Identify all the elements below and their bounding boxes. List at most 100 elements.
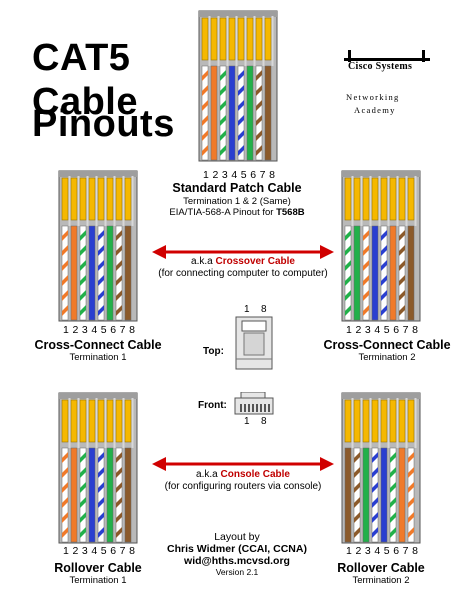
cc-left-label: Cross-Connect Cable [34, 338, 162, 352]
rollover-right-sub: Termination 2 [352, 575, 410, 586]
cross-connect-right-connector [341, 170, 421, 322]
wire-wbr [398, 225, 406, 321]
front-view-label: Front: [198, 400, 227, 411]
wire-br [124, 225, 132, 321]
gold-contact [79, 177, 87, 221]
wire-o [70, 225, 78, 321]
contact-divider [378, 398, 381, 448]
contact-divider [271, 16, 274, 66]
plug-top-edge [342, 171, 420, 177]
wire-b [88, 447, 96, 543]
rollover-left-sub: Termination 1 [69, 575, 127, 586]
front-pin [240, 404, 242, 412]
wire-wo [362, 225, 370, 321]
gold-contact [398, 399, 406, 443]
front-pin [260, 404, 262, 412]
title-line-3: Pinouts [32, 103, 175, 145]
gold-contact [88, 177, 96, 221]
wire-wg [79, 225, 87, 321]
plug-top-view [235, 316, 273, 370]
wire-br [124, 447, 132, 543]
wire-b [380, 447, 388, 543]
gold-contact [353, 399, 361, 443]
wire-wg [389, 447, 397, 543]
plug-front-view [234, 392, 274, 415]
contact-divider [253, 16, 256, 66]
contact-divider [396, 176, 399, 226]
contact-divider [414, 398, 417, 448]
rollover-left-label: Rollover Cable [54, 561, 142, 575]
gold-contact [362, 399, 370, 443]
gold-contact [124, 399, 132, 443]
wire-wb [237, 65, 245, 161]
contact-divider [378, 176, 381, 226]
wire-wo [61, 225, 69, 321]
contact-divider [113, 398, 116, 448]
console-desc: (for configuring routers via console) [164, 481, 322, 492]
wire-br [264, 65, 272, 161]
crossover-desc: (for connecting computer to computer) [158, 268, 328, 279]
wire-o [389, 225, 397, 321]
crossover-name: a.k.a Crossover Cable [132, 256, 354, 267]
rollover-right-connector [341, 392, 421, 544]
plug-top-edge [59, 171, 137, 177]
gold-contact [344, 399, 352, 443]
standard-cable-label: Standard Patch Cable [172, 181, 302, 195]
contact-divider [86, 398, 89, 448]
wire-wb [97, 225, 105, 321]
wire-wbr [115, 447, 123, 543]
cc-right-label: Cross-Connect Cable [323, 338, 451, 352]
front-pin-1: 1 [244, 416, 250, 427]
gold-contact [219, 17, 227, 61]
gold-contact [389, 399, 397, 443]
gold-contact [246, 17, 254, 61]
credit-line-1: Layout by [214, 531, 260, 543]
standard-sub-2-prefix: EIA/TIA-568-A Pinout for [169, 207, 277, 218]
contact-divider [262, 16, 265, 66]
contact-divider [405, 398, 408, 448]
wire-wb [371, 447, 379, 543]
standard-sub-1: Termination 1 & 2 (Same) [183, 196, 291, 207]
gold-contact [389, 177, 397, 221]
wire-wbr [115, 225, 123, 321]
rollover-right-label: Rollover Cable [337, 561, 425, 575]
contact-divider [226, 16, 229, 66]
contact-divider [369, 176, 372, 226]
gold-contact [124, 177, 132, 221]
wire-wo [61, 447, 69, 543]
plug-top-edge [59, 393, 137, 399]
gold-contact [115, 399, 123, 443]
wire-wg [79, 447, 87, 543]
pin-numbers-rollover-right: 12345678 [346, 545, 422, 557]
wire-o [70, 447, 78, 543]
pin-numbers-cc-right: 12345678 [346, 324, 422, 336]
wire-g [106, 447, 114, 543]
gold-contact [371, 399, 379, 443]
wire-g [353, 225, 361, 321]
contact-divider [396, 398, 399, 448]
rollover-left-connector [58, 392, 138, 544]
contact-divider [113, 176, 116, 226]
gold-contact [201, 17, 209, 61]
gold-contact [70, 399, 78, 443]
front-pin [264, 404, 266, 412]
console-prefix: a.k.a [196, 469, 221, 480]
gold-contact [97, 177, 105, 221]
cross-connect-left-connector [58, 170, 138, 322]
standard-sub-2: EIA/TIA-568-A Pinout for T568B [117, 207, 357, 218]
wire-wg [344, 225, 352, 321]
contact-divider [387, 398, 390, 448]
contact-divider [217, 16, 220, 66]
console-name: a.k.a Console Cable [132, 469, 354, 480]
contact-divider [131, 398, 134, 448]
contact-divider [122, 398, 125, 448]
front-pin [256, 404, 258, 412]
wire-wbr [353, 447, 361, 543]
gold-contact [371, 177, 379, 221]
logo-line-1: Networking [346, 92, 400, 102]
gold-contact [70, 177, 78, 221]
wire-br [344, 447, 352, 543]
pin-numbers-standard: 12345678 [203, 169, 279, 181]
front-pin [248, 404, 250, 412]
gold-contact [398, 177, 406, 221]
